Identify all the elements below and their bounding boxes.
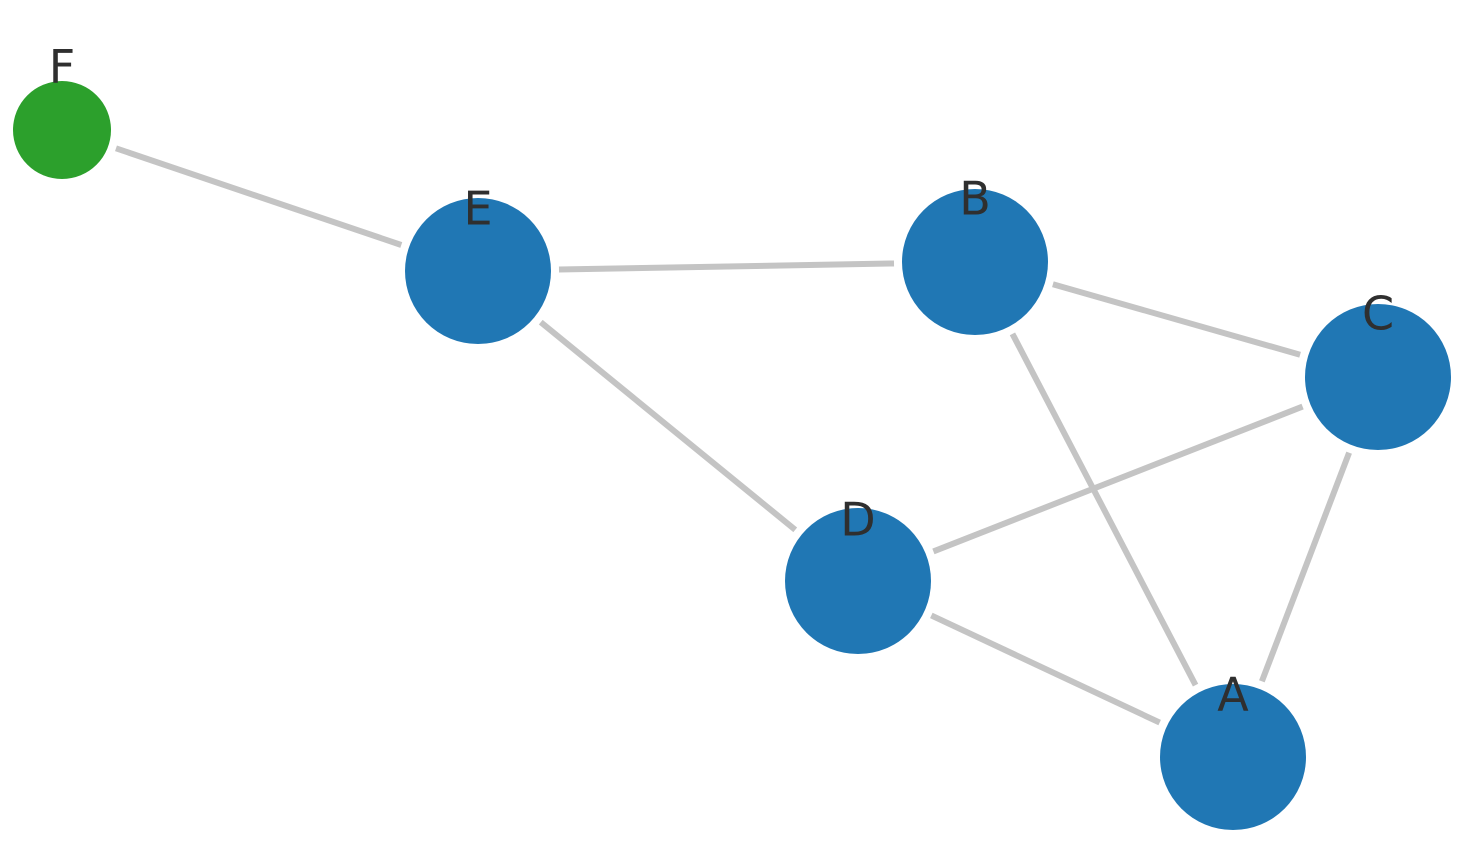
edges-layer [115, 145, 1352, 726]
node-b[interactable]: B [902, 172, 1048, 336]
node-d-label: D [840, 493, 875, 547]
edge-c-d [932, 403, 1304, 555]
edge-e-b [558, 260, 895, 273]
node-a[interactable]: A [1160, 668, 1306, 831]
edge-b-a [1009, 332, 1199, 687]
edge-c-a [1259, 451, 1352, 683]
edge-e-d [538, 319, 798, 533]
node-e[interactable]: E [405, 182, 551, 345]
nodes-layer: A B C D E F [13, 40, 1451, 831]
node-a-circle[interactable] [1160, 684, 1306, 830]
node-f[interactable]: F [13, 40, 111, 180]
node-f-label: F [49, 40, 75, 94]
node-c-circle[interactable] [1305, 304, 1451, 450]
node-c[interactable]: C [1305, 287, 1451, 451]
edge-d-a [930, 612, 1161, 726]
edge-f-e [115, 145, 403, 248]
node-c-label: C [1362, 287, 1394, 341]
node-d[interactable]: D [785, 493, 931, 655]
node-e-label: E [463, 182, 492, 236]
node-f-circle[interactable] [13, 81, 111, 179]
node-b-label: B [959, 172, 991, 226]
node-a-label: A [1217, 668, 1249, 722]
node-e-circle[interactable] [405, 198, 551, 344]
node-d-circle[interactable] [785, 508, 931, 654]
edge-b-c [1052, 281, 1301, 358]
node-b-circle[interactable] [902, 189, 1048, 335]
